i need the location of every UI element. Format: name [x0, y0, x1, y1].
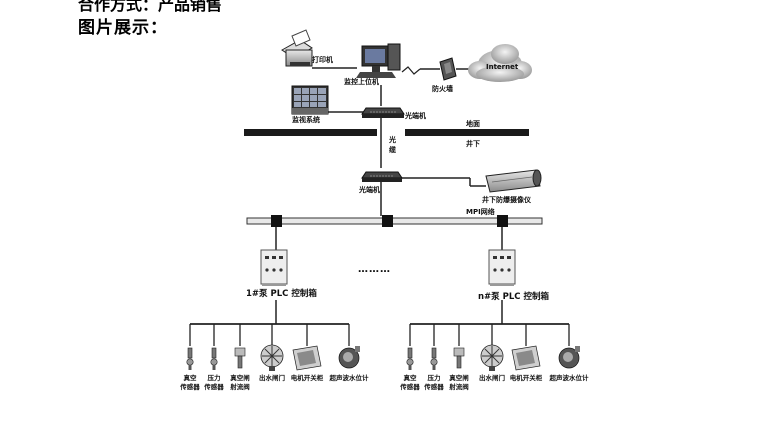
device-label: 电机开关柜: [510, 373, 543, 382]
device-label: 传感器: [179, 382, 200, 391]
mpi-network-label: MPI网络: [466, 207, 495, 216]
internet-cloud-icon: [468, 44, 532, 82]
section-title: 图片展示：: [78, 18, 168, 38]
ultrasonic-level-meter-icon: [338, 346, 360, 369]
jet-valve-icon: [234, 347, 246, 369]
host-computer-label: 监控上位机: [344, 77, 379, 86]
device-label: 传感器: [203, 382, 224, 391]
mpi-network-bus: [246, 217, 543, 225]
header-text-clipped: 合作方式：产品销售: [78, 0, 223, 14]
device-label: 射流阀: [448, 382, 469, 391]
camera-label: 井下防爆摄像仪: [482, 195, 532, 204]
vacuum-sensor-icon: [186, 347, 194, 370]
pressure-sensor-icon: [210, 347, 218, 370]
firewall-icon: [439, 57, 457, 81]
plc-1-label: 1#泵 PLC 控制箱: [246, 288, 317, 299]
device-label: 真空闸: [449, 373, 469, 382]
plc-cabinet-1-icon: [260, 249, 288, 286]
device-label: 电机开关柜: [291, 373, 324, 382]
device-label: 压力: [208, 373, 222, 382]
optical-switch-top-label: 光端机: [404, 111, 426, 120]
device-label: 超声波水位计: [329, 373, 370, 382]
device-label: 真空: [184, 373, 198, 382]
device-tree-pump-1: 真空传感器压力传感器真空闸射流阀出水闸门电机开关柜超声波水位计: [179, 300, 369, 391]
device-label: 真空闸: [230, 373, 250, 382]
device-label: 传感器: [423, 382, 444, 391]
pressure-sensor-icon: [430, 347, 438, 370]
fiber-label-char-1: 光: [388, 135, 396, 144]
device-label: 压力: [428, 373, 442, 382]
bus-node-3: [497, 215, 508, 227]
top-links: [312, 66, 486, 216]
device-label: 超声波水位计: [549, 373, 590, 382]
monitor-system-label: 监视系统: [292, 115, 320, 124]
motor-switchgear-icon: [511, 345, 541, 371]
ground-bar-right: [405, 129, 529, 136]
optical-switch-bottom-label: 光端机: [358, 185, 380, 194]
motor-switchgear-icon: [292, 345, 322, 371]
device-tree-pump-n: 真空传感器压力传感器真空闸射流阀出水闸门电机开关柜超声波水位计: [399, 300, 589, 391]
underground-label: 井下: [466, 139, 480, 148]
device-label: 真空: [404, 373, 418, 382]
firewall-label: 防火墙: [432, 84, 453, 93]
bus-node-2: [382, 215, 393, 227]
plc-cabinet-n-icon: [488, 249, 516, 286]
optical-switch-bottom-icon: [361, 171, 403, 182]
explosion-proof-camera-icon: [485, 169, 542, 193]
jet-valve-icon: [453, 347, 465, 369]
printer-icon: [281, 29, 313, 67]
outlet-gate-icon: [480, 344, 504, 371]
printer-label: 打印机: [312, 55, 333, 64]
ellipsis: ………: [358, 264, 391, 275]
fiber-label-char-2: 缆: [389, 145, 396, 154]
device-label: 传感器: [399, 382, 420, 391]
monitor-system-icon: [291, 85, 329, 115]
vacuum-sensor-icon: [406, 347, 414, 370]
plc-n-label: n#泵 PLC 控制箱: [478, 291, 549, 302]
ground-bar-left: [244, 129, 377, 136]
device-label: 射流阀: [229, 382, 250, 391]
ultrasonic-level-meter-icon: [558, 346, 580, 369]
ground-label: 地面: [466, 119, 480, 128]
optical-switch-top-icon: [361, 107, 405, 118]
bus-node-1: [271, 215, 282, 227]
host-computer-icon: [356, 43, 401, 78]
device-label: 出水闸门: [479, 373, 506, 382]
outlet-gate-icon: [260, 344, 284, 371]
internet-label: Internet: [486, 63, 519, 71]
device-label: 出水闸门: [259, 373, 286, 382]
